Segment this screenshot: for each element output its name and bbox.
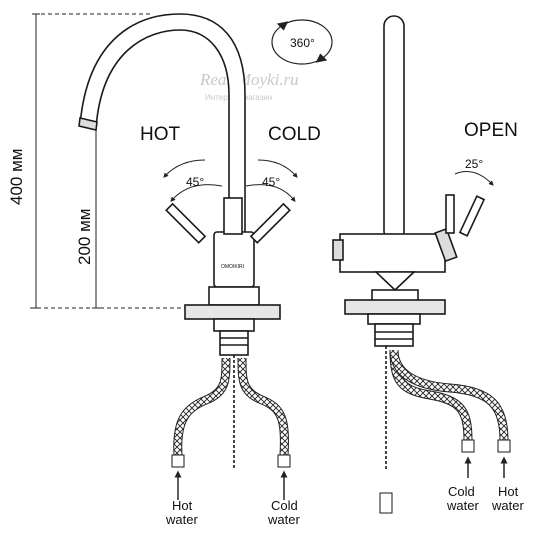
- watermark-main: Real-Moyki.ru: [199, 70, 299, 89]
- faucet-side-view: [332, 15, 486, 470]
- handle-hot: [165, 202, 207, 244]
- rotation-label: 360°: [290, 36, 315, 50]
- right-hot-water-line1: Hot: [498, 484, 519, 499]
- watermark: Real-Moyki.ru Интернет-магазин: [199, 70, 299, 102]
- height-total-label: 400 мм: [7, 149, 26, 205]
- hoses-front: [171, 357, 291, 500]
- angle-arcs-front: [163, 159, 298, 202]
- left-cold-water-line1: Cold: [271, 498, 298, 513]
- left-hot-water-line1: Hot: [172, 498, 193, 513]
- right-cold-water-line2: water: [446, 498, 479, 513]
- angle-open-label: 25°: [465, 157, 483, 171]
- brand-label: OMOIKIRI: [221, 264, 244, 270]
- right-hot-water-line2: water: [491, 498, 524, 513]
- cold-label: COLD: [268, 124, 321, 145]
- dimension-lines: [30, 13, 190, 309]
- rotation-icon: [271, 19, 333, 65]
- hoses-side: [379, 349, 511, 514]
- angle-cold-label: 45°: [262, 175, 280, 189]
- angle-hot-label: 45°: [186, 175, 204, 189]
- left-hot-water-line2: water: [165, 512, 198, 527]
- left-cold-water-line2: water: [267, 512, 300, 527]
- faucet-front-view: OMOIKIRI: [78, 13, 291, 470]
- open-label: OPEN: [464, 120, 518, 141]
- right-cold-water-line1: Cold: [448, 484, 475, 499]
- height-spout-label: 200 мм: [75, 209, 94, 265]
- handle-cold: [249, 202, 291, 244]
- hot-label: HOT: [140, 124, 181, 145]
- angle-arc-side: [454, 171, 494, 186]
